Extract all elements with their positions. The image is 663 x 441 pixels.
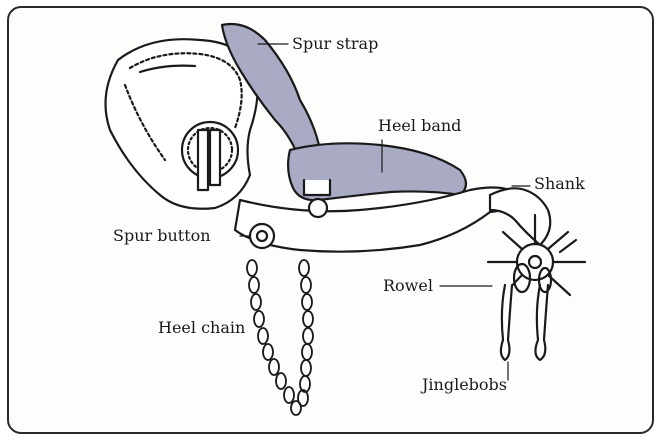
label-heel-chain: Heel chain [158,320,245,336]
label-spur-button: Spur button [113,228,211,244]
label-shank: Shank [534,176,585,192]
heel-chain-shape [247,260,313,415]
shank-shape [490,188,550,245]
label-heel-band: Heel band [378,118,461,134]
label-spur-strap: Spur strap [292,36,378,52]
spur-strap-leather [106,39,258,209]
label-rowel: Rowel [383,278,433,294]
spur-button-shape [250,224,274,248]
label-jinglebobs: Jinglebobs [422,377,507,393]
band-body [235,188,525,252]
